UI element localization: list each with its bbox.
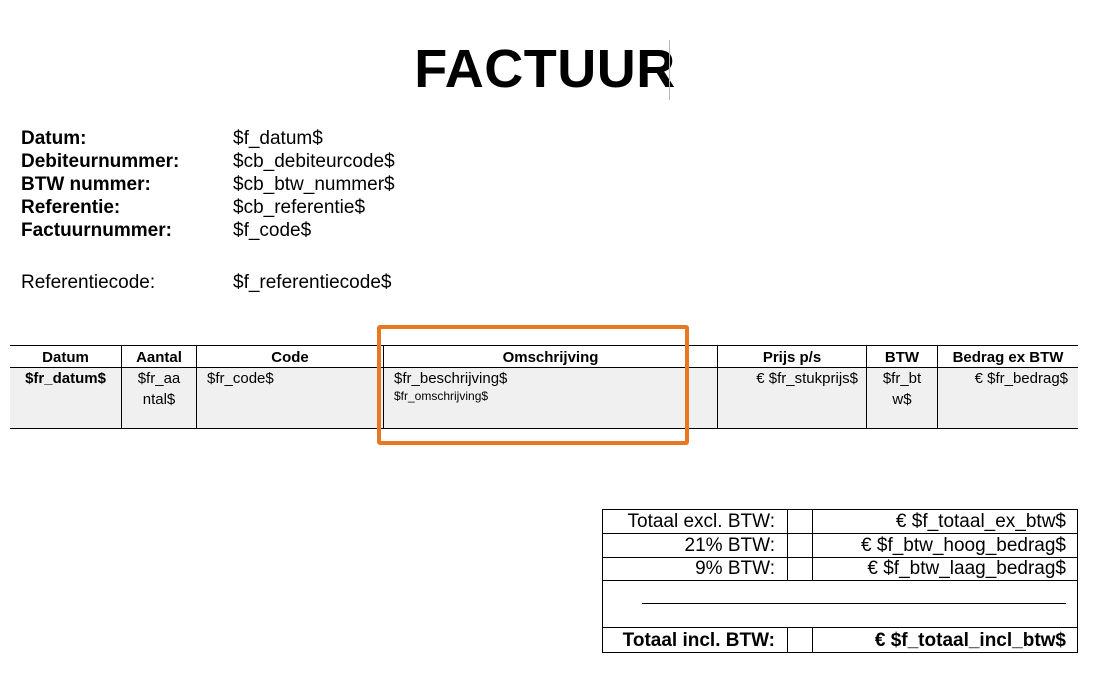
reference-code-value: $f_referentiecode$ — [233, 272, 392, 293]
column-divider — [383, 345, 384, 429]
totals-border — [1077, 509, 1078, 653]
info-value-referentie: $cb_referentie$ — [233, 197, 366, 218]
column-divider — [866, 345, 867, 429]
totals-rule — [602, 580, 1078, 581]
info-value-debiteurnummer: $cb_debiteurcode$ — [233, 151, 395, 172]
btw-high-value: € $f_btw_hoog_bedrag$ — [861, 535, 1066, 556]
row-aantal-line2: ntal$ — [142, 391, 176, 408]
column-divider — [121, 345, 122, 429]
highlight-box — [377, 325, 689, 445]
row-beschrijving: $fr_beschrijving$ — [394, 370, 508, 387]
column-header-datum: Datum — [42, 349, 89, 366]
row-prijs: € $fr_stukprijs$ — [756, 370, 858, 387]
row-btw: $fr_bt w$ — [867, 368, 937, 410]
invoice-title: FACTUUR — [414, 39, 676, 99]
totals-rule — [602, 652, 1078, 653]
row-code: $fr_code$ — [207, 370, 274, 387]
row-btw-line2: w$ — [892, 391, 912, 408]
row-aantal: $fr_aa ntal$ — [122, 368, 196, 410]
btw-low-value: € $f_btw_laag_bedrag$ — [867, 558, 1066, 579]
info-value-btw-nummer: $cb_btw_nummer$ — [233, 174, 395, 195]
total-excl-value: € $f_totaal_ex_btw$ — [895, 511, 1066, 532]
column-header-prijs: Prijs p/s — [762, 349, 822, 366]
totals-rule — [602, 627, 1078, 628]
info-value-datum: $f_datum$ — [233, 128, 323, 149]
column-header-omschrijving: Omschrijving — [502, 349, 599, 366]
info-label-referentie: Referentie: — [21, 197, 121, 218]
totals-divider — [787, 627, 788, 653]
total-incl-label: Totaal incl. BTW: — [622, 630, 775, 651]
row-bedrag: € $fr_bedrag$ — [974, 370, 1068, 387]
totals-divider — [787, 509, 788, 580]
row-aantal-line1: $fr_aa — [137, 370, 181, 387]
info-label-debiteurnummer: Debiteurnummer: — [21, 151, 180, 172]
totals-rule — [602, 509, 1078, 510]
totals-border — [602, 509, 603, 653]
row-omschrijving: $fr_beschrijving$ $fr_omschrijving$ — [394, 368, 709, 403]
row-btw-line1: $fr_bt — [882, 370, 922, 387]
info-label-btw-nummer: BTW nummer: — [21, 174, 151, 195]
reference-code-label: Referentiecode: — [21, 272, 156, 293]
totals-divider — [812, 509, 813, 580]
column-header-btw: BTW — [884, 349, 920, 366]
column-divider — [196, 345, 197, 429]
btw-high-label: 21% BTW: — [684, 535, 775, 556]
column-header-aantal: Aantal — [136, 349, 182, 366]
info-label-factuurnummer: Factuurnummer: — [21, 220, 172, 241]
table-rule-bottom — [10, 428, 1078, 429]
totals-divider — [812, 627, 813, 653]
row-datum: $fr_datum$ — [25, 370, 106, 387]
column-divider — [937, 345, 938, 429]
row-omschrijving-text: $fr_omschrijving$ — [394, 389, 489, 403]
column-header-code: Code — [271, 349, 309, 366]
table-row-background — [10, 368, 1078, 428]
total-excl-label: Totaal excl. BTW: — [627, 511, 775, 532]
table-rule-header — [10, 367, 1078, 368]
totals-separator-line — [642, 603, 1066, 604]
text-cursor — [669, 40, 670, 100]
line-items-table: Datum Aantal Code Omschrijving Prijs p/s… — [10, 345, 1078, 429]
total-incl-value: € $f_totaal_incl_btw$ — [874, 630, 1066, 651]
table-rule-top — [10, 345, 1078, 346]
totals-rule — [602, 533, 1078, 534]
column-header-bedrag: Bedrag ex BTW — [952, 349, 1064, 366]
info-value-factuurnummer: $f_code$ — [233, 220, 312, 241]
totals-rule — [602, 557, 1078, 558]
info-label-datum: Datum: — [21, 128, 87, 149]
totals-table: Totaal excl. BTW: € $f_totaal_ex_btw$ 21… — [602, 509, 1078, 653]
column-divider — [717, 345, 718, 429]
btw-low-label: 9% BTW: — [695, 558, 775, 579]
